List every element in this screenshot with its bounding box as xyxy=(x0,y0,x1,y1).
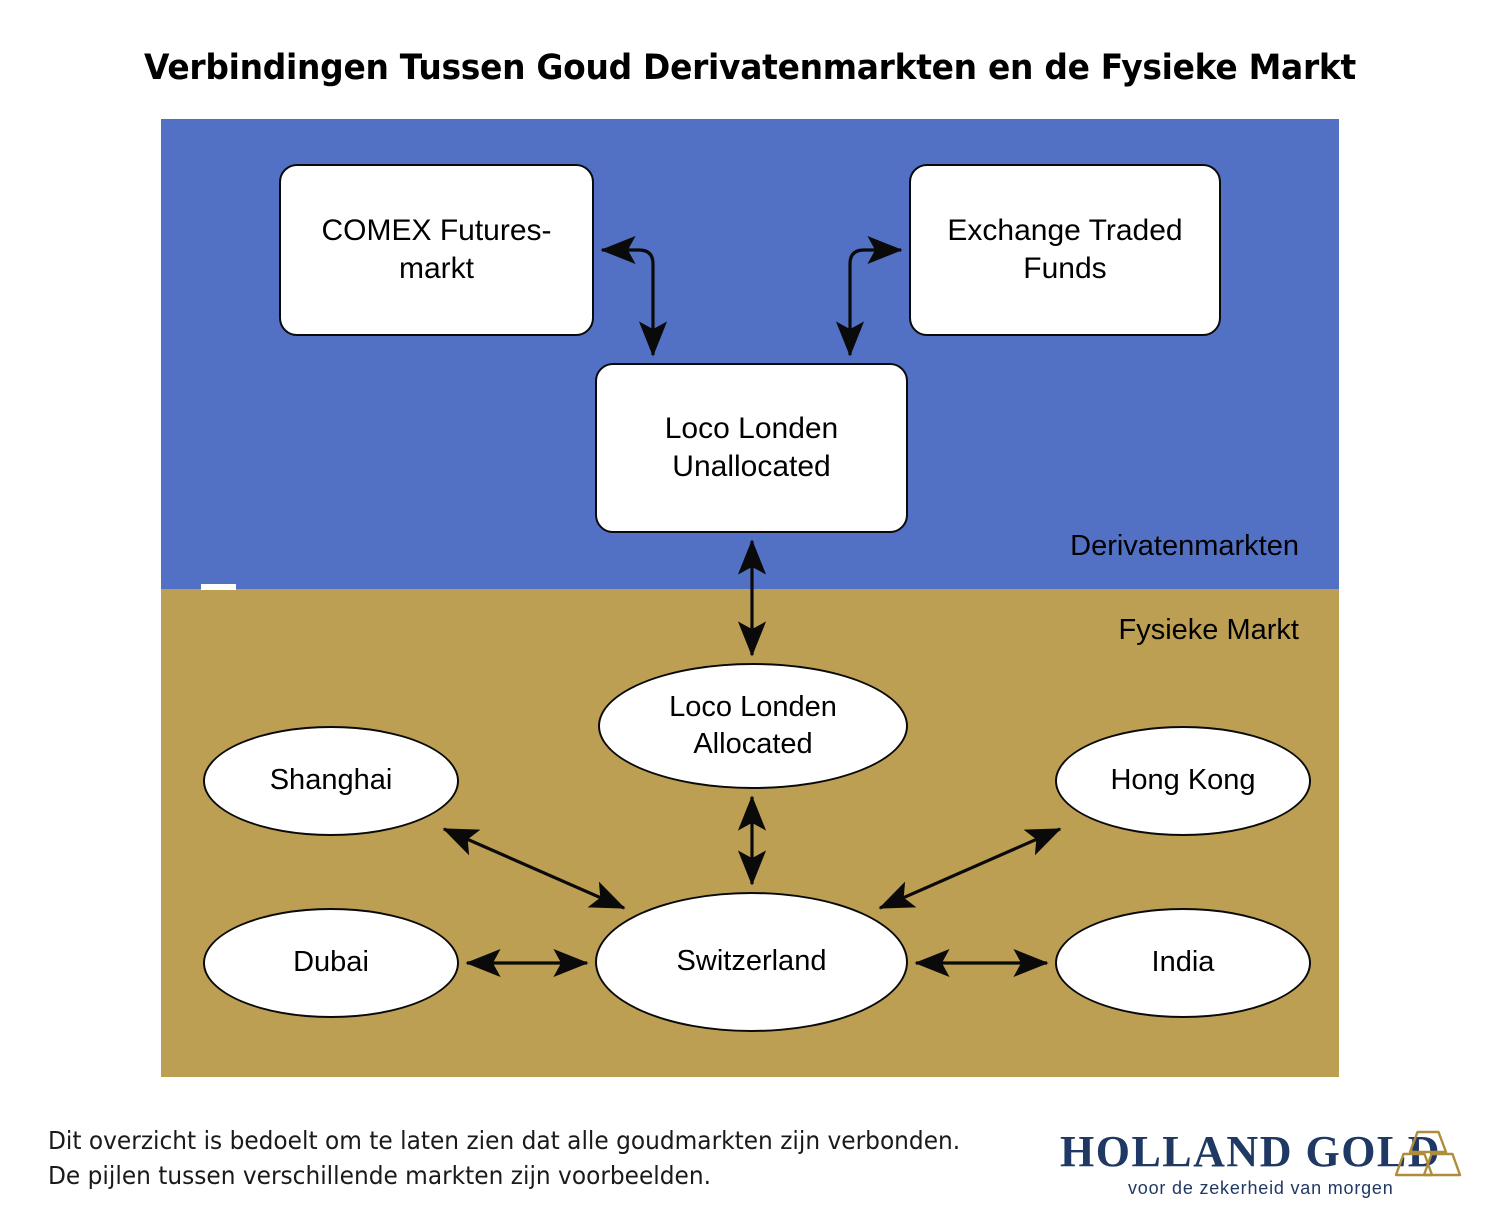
brand-tagline: voor de zekerheid van morgen xyxy=(1128,1178,1394,1198)
page-title: Verbindingen Tussen Goud Derivatenmarkte… xyxy=(144,48,1356,88)
node-shanghai[interactable]: Shanghai xyxy=(203,726,459,836)
edge-etf-unallocated xyxy=(835,235,903,357)
node-hong-kong[interactable]: Hong Kong xyxy=(1055,726,1311,836)
band-label-derivatenmarkten: Derivatenmarkten xyxy=(1070,530,1299,562)
node-dubai-label: Dubai xyxy=(293,946,369,979)
node-shanghai-label: Shanghai xyxy=(269,764,393,797)
edge-switzerland-hongkong xyxy=(878,827,1062,910)
node-india-label: India xyxy=(1151,946,1215,979)
footer-note: Dit overzicht is bedoelt om te laten zie… xyxy=(48,1126,961,1190)
node-comex-label: COMEX Futures-markt xyxy=(321,213,552,285)
connector-layer xyxy=(442,235,1062,978)
node-india[interactable]: India xyxy=(1055,908,1311,1018)
edge-comex-unallocated xyxy=(600,235,668,357)
node-hongkong-label: Hong Kong xyxy=(1110,764,1256,797)
brand-wordmark: HOLLAND GOLD xyxy=(1060,1127,1442,1176)
band-boundary-artifact xyxy=(201,584,236,590)
diagram-panel: Derivatenmarkten Fysieke Markt xyxy=(161,119,1339,1077)
node-dubai[interactable]: Dubai xyxy=(203,908,459,1018)
node-switzerland[interactable]: Switzerland xyxy=(595,892,908,1032)
gold-bars-icon xyxy=(1394,1130,1462,1177)
node-switzerland-label: Switzerland xyxy=(676,945,827,978)
band-label-fysieke-markt: Fysieke Markt xyxy=(1118,614,1299,646)
brand-logo: HOLLAND GOLD voor de zekerheid van morge… xyxy=(1060,1126,1462,1212)
edge-switzerland-shanghai xyxy=(442,827,626,910)
node-comex-futures-markt[interactable]: COMEX Futures-markt xyxy=(279,164,594,336)
